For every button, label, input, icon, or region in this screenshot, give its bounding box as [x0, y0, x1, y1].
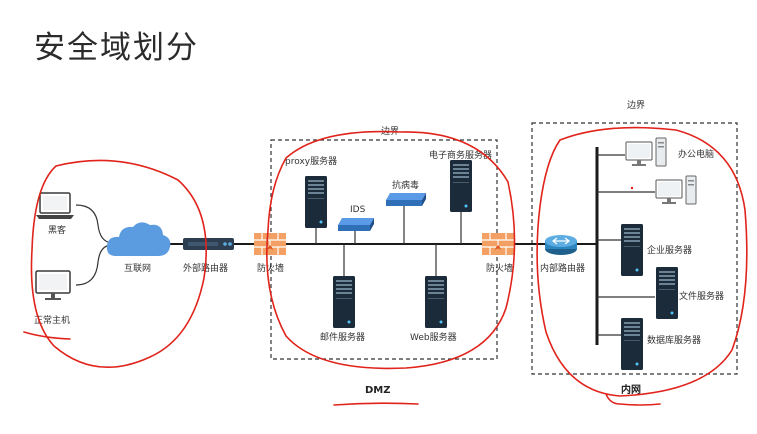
internet-label: 互联网	[124, 263, 151, 274]
antivirus-label: 抗病毒	[392, 179, 419, 191]
office-pc-icon-1	[625, 137, 667, 167]
intranet-label: 内网	[621, 383, 641, 396]
web-server-icon	[425, 276, 447, 328]
enterprise-server-icon	[621, 224, 643, 276]
dmz-label: DMZ	[365, 385, 391, 396]
database-server-icon	[621, 318, 643, 370]
internal-router-label: 内部路由器	[540, 262, 585, 274]
slide-title: 安全域划分	[34, 30, 199, 66]
firewall-right-label: 防火墙	[486, 262, 513, 274]
intranet-border-label: 边界	[627, 100, 645, 111]
normal-host-label: 正常主机	[34, 314, 70, 326]
proxy-server-icon	[305, 176, 327, 228]
firewall-left-label: 防火墙	[257, 262, 284, 274]
firewall-right-icon	[481, 232, 515, 256]
ids-label: IDS	[350, 205, 366, 215]
enterprise-server-label: 企业服务器	[647, 244, 692, 256]
office-pc-icon-2	[655, 175, 697, 205]
internet-cloud-icon	[106, 222, 171, 256]
file-server-icon	[656, 267, 678, 319]
intranet-zone-box	[531, 122, 738, 375]
network-links	[75, 147, 655, 345]
mail-server-icon	[333, 276, 355, 328]
office-pc-label: 办公电脑	[678, 148, 714, 160]
ecommerce-server-icon	[450, 160, 472, 212]
antivirus-switch-icon	[386, 193, 426, 206]
proxy-server-label: proxy服务器	[285, 155, 337, 167]
ids-switch-icon	[338, 218, 374, 231]
external-router-icon	[183, 238, 234, 250]
hacker-laptop-icon	[36, 192, 74, 219]
red-annotation-marks	[23, 126, 748, 406]
firewall-left-icon	[253, 232, 287, 256]
normal-host-monitor-icon	[35, 270, 71, 300]
internal-router-icon	[545, 235, 577, 255]
database-server-label: 数据库服务器	[647, 334, 701, 346]
hacker-label: 黑客	[48, 224, 66, 236]
web-server-label: Web服务器	[410, 331, 457, 343]
ecommerce-server-label: 电子商务服务器	[429, 149, 492, 161]
mail-server-label: 邮件服务器	[320, 331, 365, 343]
file-server-label: 文件服务器	[679, 290, 724, 302]
